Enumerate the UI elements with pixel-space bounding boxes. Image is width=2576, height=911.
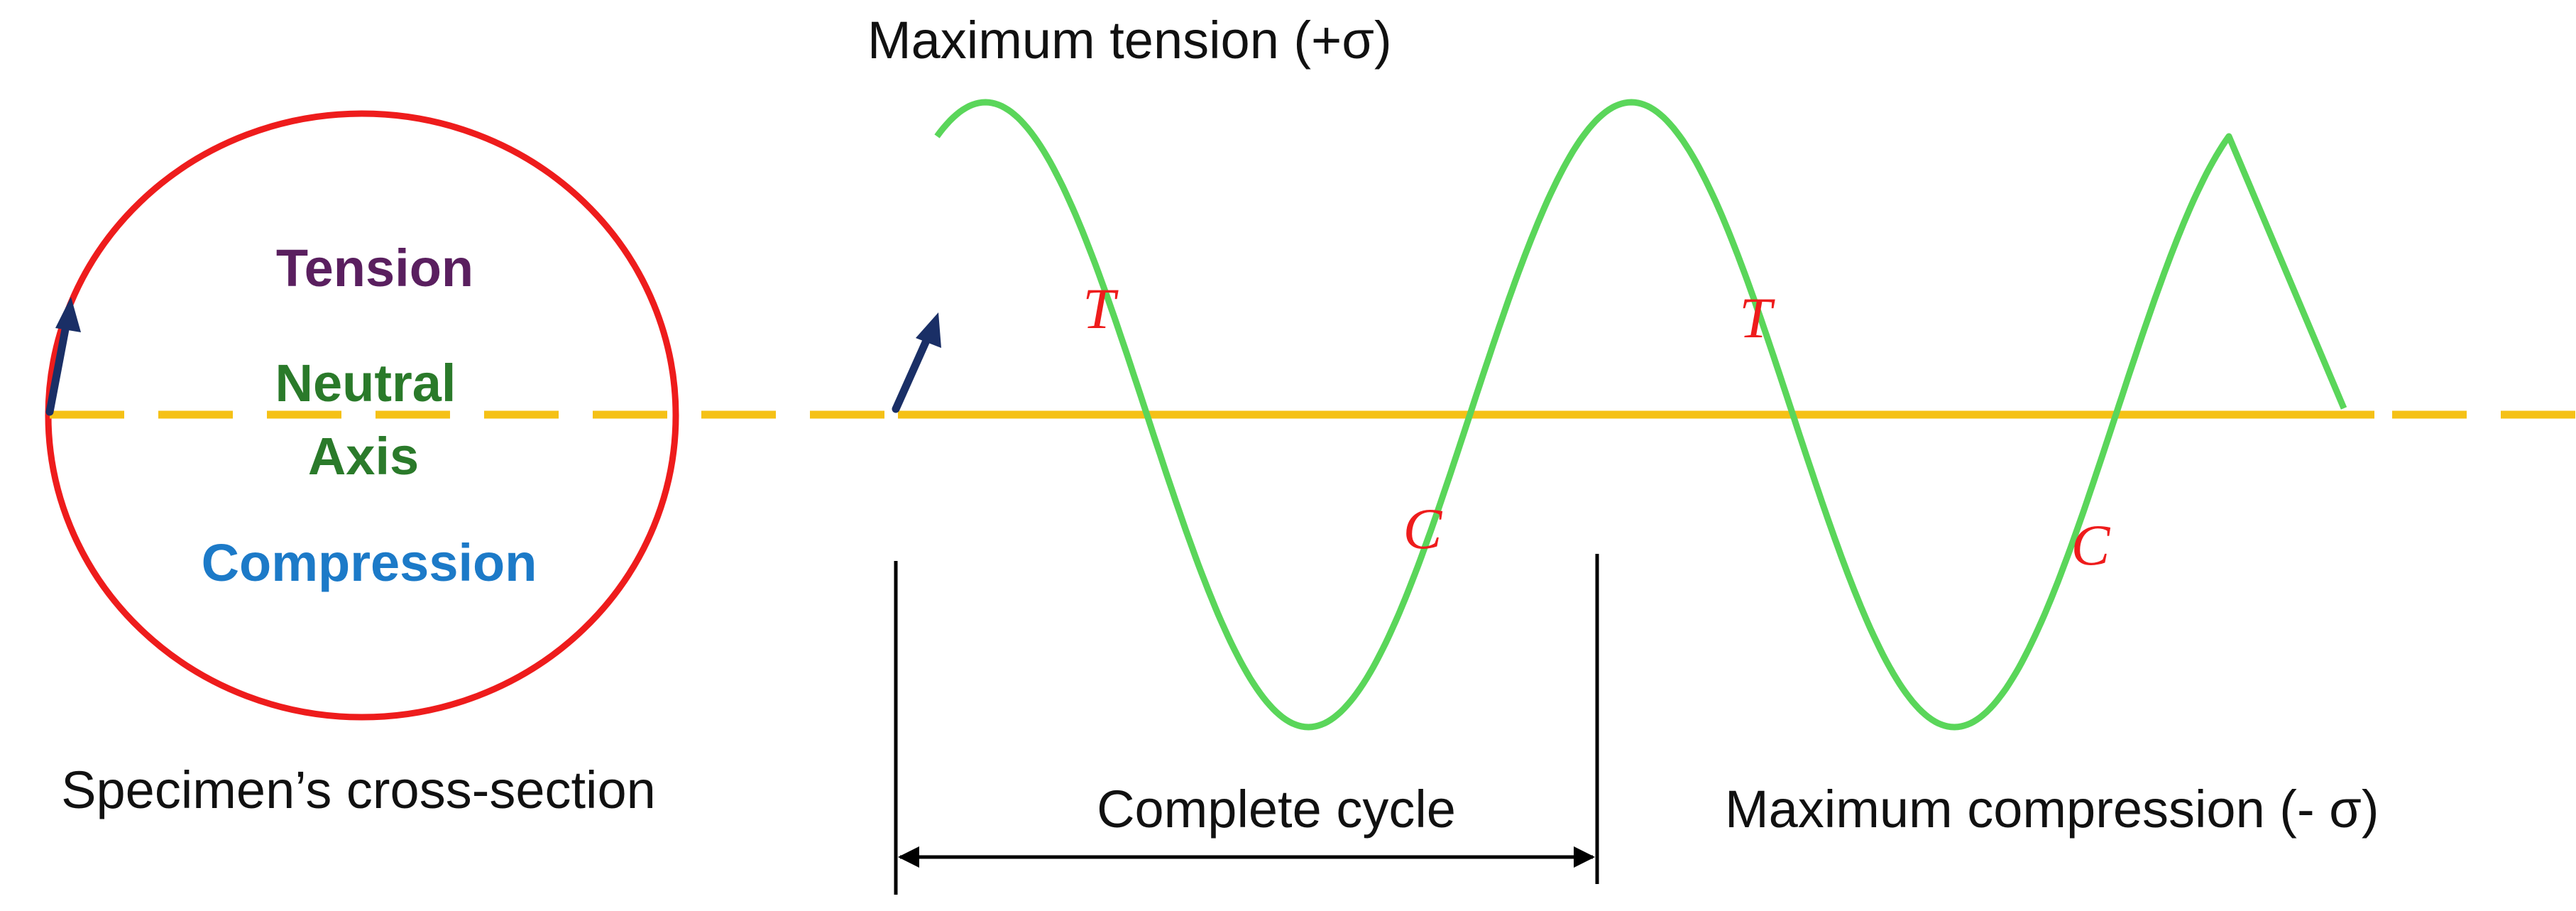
cross-section-label: Specimen’s cross-section (61, 760, 656, 819)
rotation-arrow-circle (45, 297, 81, 416)
wave-tension-letter-1: T (1083, 276, 1119, 341)
neutral-axis-label-line2: Axis (308, 427, 419, 486)
specimen-cross-section-circle (45, 110, 679, 721)
wave-tension-letter-2: T (1739, 285, 1775, 350)
stress-sine-wave (934, 99, 2347, 731)
rotation-arrow-wave (892, 312, 941, 413)
wave-compression-letter-1: C (1403, 496, 1443, 561)
complete-cycle-label: Complete cycle (1097, 780, 1456, 839)
tension-region-label: Tension (276, 239, 473, 298)
compression-region-label: Compression (202, 533, 537, 592)
max-compression-label: Maximum compression (- σ) (1725, 780, 2379, 839)
neutral-axis-label-line1: Neutral (275, 354, 456, 413)
max-tension-label: Maximum tension (+σ) (867, 11, 1392, 70)
wave-compression-letter-2: C (2071, 513, 2111, 577)
